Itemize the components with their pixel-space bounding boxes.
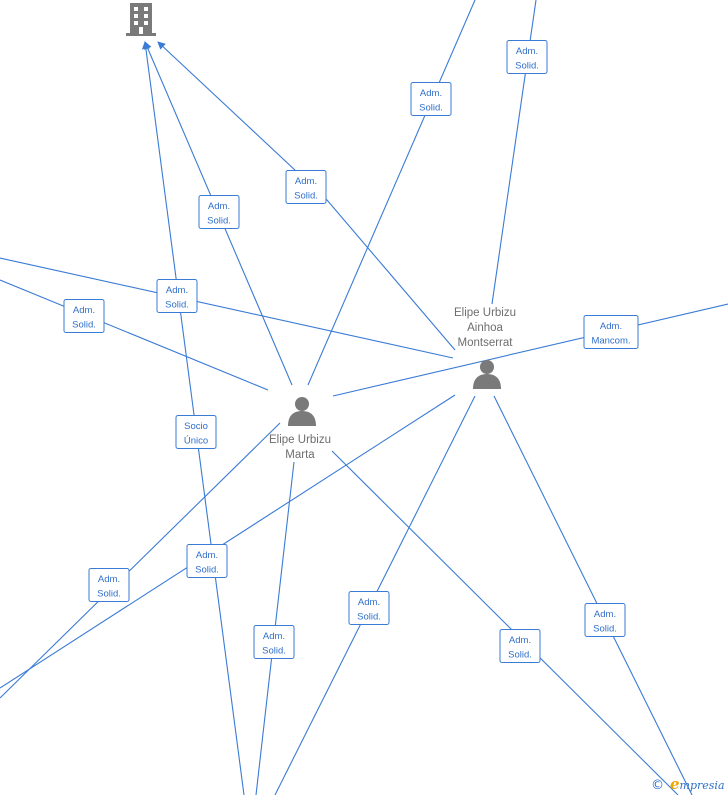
edge-label-line-2: Solid. <box>97 589 121 600</box>
edge-label-line-1: Adm. <box>263 631 285 642</box>
edge-label-line-2: Solid. <box>508 650 532 661</box>
edge-label-box <box>88 568 130 602</box>
edge-line-5 <box>0 257 454 359</box>
edge-label-line-2: Solid. <box>593 624 617 635</box>
person-name-ainhoa-line3: Montserrat <box>458 337 514 349</box>
edge-label-9[interactable]: Adm. Solid. <box>186 544 228 578</box>
edge-label-line-2: Solid. <box>262 646 286 657</box>
edge-label-line-2: Solid. <box>419 103 443 114</box>
edge-label-line-1: Adm. <box>594 609 616 620</box>
edge-label-box <box>410 82 452 116</box>
edge-label-7[interactable]: Adm. Mancom. <box>583 315 639 349</box>
edge-label-3[interactable]: Adm. Solid. <box>410 82 452 116</box>
edge-label-11[interactable]: Adm. Solid. <box>253 625 295 659</box>
edge-label-line-1: Adm. <box>420 88 442 99</box>
edge-label-line-2: Único <box>184 436 208 447</box>
edge-label-line-1: Adm. <box>295 176 317 187</box>
brand-logo: empresia <box>670 775 725 793</box>
empresia-watermark: © empresia <box>651 775 725 793</box>
edge-label-box <box>583 315 639 349</box>
edge-line-2 <box>157 41 456 351</box>
edge-label-box <box>584 603 626 637</box>
edge-line-3 <box>307 0 476 386</box>
person-node-marta[interactable]: Elipe Urbizu Marta <box>269 397 331 461</box>
edge-label-4[interactable]: Adm. Solid. <box>506 40 548 74</box>
edge-label-box <box>253 625 295 659</box>
edge-label-box <box>175 415 217 449</box>
building-icon <box>126 3 156 36</box>
edge-label-line-1: Adm. <box>98 574 120 585</box>
edge-line-10 <box>0 422 281 699</box>
edge-label-line-1: Socio <box>184 421 208 432</box>
company-node[interactable] <box>126 3 156 36</box>
edge-label-line-2: Mancom. <box>591 336 630 347</box>
edge-line-14 <box>493 395 693 795</box>
edge-label-box <box>506 40 548 74</box>
edge-line-7 <box>332 303 728 397</box>
edge-label-10[interactable]: Adm. Solid. <box>88 568 130 602</box>
edge-label-line-1: Adm. <box>166 285 188 296</box>
edge-label-box <box>63 299 105 333</box>
edge-label-line-1: Adm. <box>600 321 622 332</box>
edge-label-line-1: Adm. <box>516 46 538 57</box>
person-icon <box>473 360 501 389</box>
edge-label-5[interactable]: Adm. Solid. <box>156 279 198 313</box>
edge-label-6[interactable]: Adm. Solid. <box>63 299 105 333</box>
edge-label-box <box>186 544 228 578</box>
edge-label-line-1: Adm. <box>509 635 531 646</box>
edge-line-9 <box>0 394 456 689</box>
person-name-ainhoa-line2: Ainhoa <box>467 322 503 334</box>
person-name-marta-line2: Marta <box>285 449 315 461</box>
edge-label-box <box>198 195 240 229</box>
edge-line-6 <box>0 279 269 391</box>
edge-label-box <box>348 591 390 625</box>
person-icon <box>288 397 316 426</box>
edge-label-12[interactable]: Adm. Solid. <box>348 591 390 625</box>
edge-label-line-2: Solid. <box>165 300 189 311</box>
edge-line-13 <box>331 450 679 795</box>
copyright-symbol: © <box>651 778 664 793</box>
edge-label-line-2: Solid. <box>515 61 539 72</box>
edge-label-line-2: Solid. <box>207 216 231 227</box>
edge-label-line-1: Adm. <box>208 201 230 212</box>
edge-label-line-1: Adm. <box>196 550 218 561</box>
edge-label-14[interactable]: Adm. Solid. <box>584 603 626 637</box>
edge-label-box <box>499 629 541 663</box>
edge-label-line-2: Solid. <box>294 191 318 202</box>
edge-label-line-2: Solid. <box>195 565 219 576</box>
person-node-ainhoa[interactable]: Elipe Urbizu Ainhoa Montserrat <box>454 307 516 389</box>
edge-label-box <box>156 279 198 313</box>
edge-label-line-1: Adm. <box>73 305 95 316</box>
edge-labels: Adm. Solid. Adm. Solid. Adm. Solid. Adm. Solid.… <box>63 40 639 663</box>
edge-label-1[interactable]: Adm. Solid. <box>198 195 240 229</box>
edge-label-13[interactable]: Adm. Solid. <box>499 629 541 663</box>
edge-label-line-2: Solid. <box>72 320 96 331</box>
edge-label-line-1: Adm. <box>358 597 380 608</box>
edge-label-box <box>285 170 327 204</box>
edge-label-2[interactable]: Adm. Solid. <box>285 170 327 204</box>
person-name-ainhoa-line1: Elipe Urbizu <box>454 307 516 319</box>
person-name-marta-line1: Elipe Urbizu <box>269 434 331 446</box>
edge-label-line-2: Solid. <box>357 612 381 623</box>
